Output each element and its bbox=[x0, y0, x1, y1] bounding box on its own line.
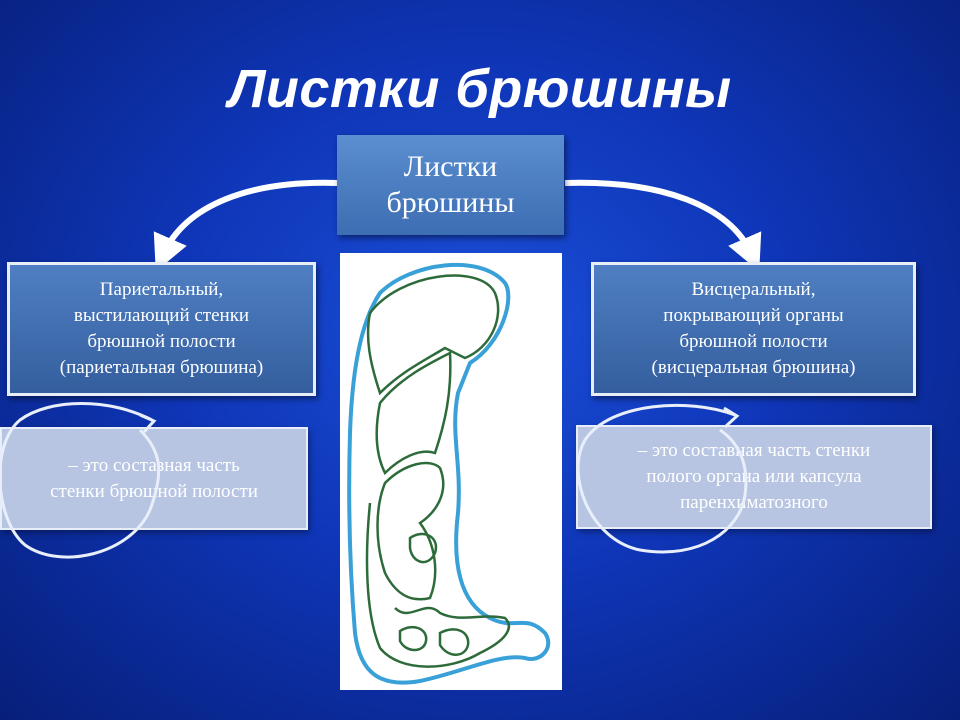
center-line-1: Листки bbox=[403, 150, 498, 183]
peritoneum-drawing bbox=[347, 262, 551, 685]
visceral-outline-7 bbox=[398, 625, 428, 652]
visceral-outline-1 bbox=[366, 274, 500, 396]
parietal-outline bbox=[347, 262, 551, 685]
parietal-note-box: – это состазная часть стенки брюшной пол… bbox=[0, 427, 308, 530]
visceral-line-2: покрывающий органы bbox=[663, 305, 844, 326]
visceral-line-3: брюшной полости bbox=[679, 331, 828, 352]
parietal-box: Париетальный, выстилающий стенки брюшной… bbox=[7, 262, 316, 396]
left-loop-arrow bbox=[0, 402, 161, 559]
center-line-2: брюшины bbox=[386, 186, 515, 219]
parietal-note-line-2: стенки брюшной полости bbox=[50, 480, 258, 502]
page-title: Листки брюшины bbox=[228, 59, 732, 119]
parietal-line-1: Париетальный, bbox=[99, 279, 224, 300]
parietal-line-4: (париетальная брюшина) bbox=[59, 357, 264, 378]
visceral-note-line-3: паренхиматозного bbox=[680, 492, 828, 513]
visceral-outline-5 bbox=[408, 532, 438, 564]
visceral-outline-6 bbox=[438, 628, 470, 656]
parietal-line-2: выстилающий стенки bbox=[73, 305, 250, 326]
visceral-box: Висцеральный, покрывающий органы брюшной… bbox=[591, 262, 916, 396]
peritoneum-figure bbox=[340, 253, 562, 690]
arrow-left bbox=[153, 179, 339, 272]
arrow-right bbox=[564, 179, 762, 272]
visceral-outline-4 bbox=[365, 502, 511, 668]
visceral-line-4: (висцеральная брюшина) bbox=[651, 357, 856, 378]
visceral-outline-2 bbox=[375, 351, 452, 476]
visceral-note-box: – это составная часть стенки полого орга… bbox=[576, 425, 932, 529]
center-box: Листки брюшины bbox=[337, 135, 564, 235]
visceral-note-line-2: полого органа или капсула bbox=[646, 466, 862, 487]
visceral-outline-3 bbox=[376, 461, 445, 601]
visceral-note-line-1: – это составная часть стенки bbox=[637, 440, 871, 461]
visceral-line-1: Висцеральный, bbox=[691, 279, 816, 300]
parietal-note-line-1: – это состазная часть bbox=[68, 454, 240, 476]
right-loop-arrow bbox=[576, 403, 748, 554]
parietal-line-3: брюшной полости bbox=[87, 331, 236, 352]
